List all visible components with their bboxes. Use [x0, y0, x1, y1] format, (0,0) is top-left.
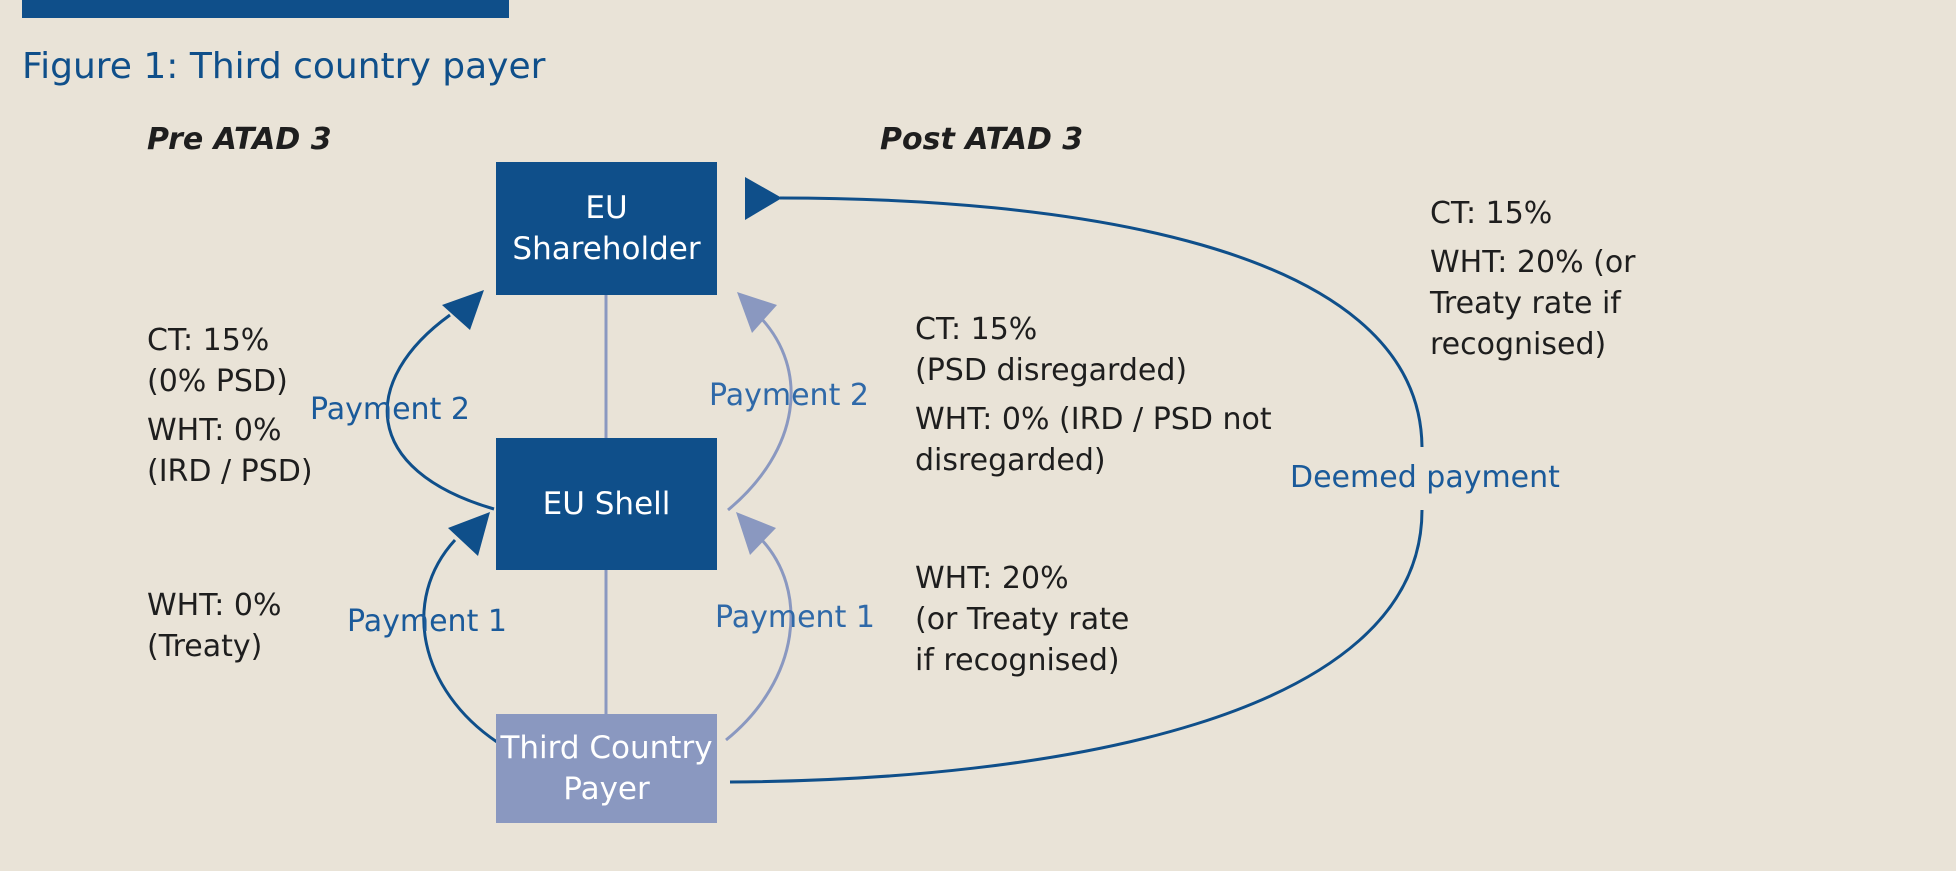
post-atad3-heading: Post ATAD 3 — [880, 122, 1084, 157]
post-payment1-notes: WHT: 20% (or Treaty rate if recognised) — [915, 558, 1129, 681]
pre-atad3-heading: Pre ATAD 3 — [147, 122, 332, 157]
post-payment2-arrowhead — [737, 292, 777, 333]
post-p1-wht-detail2: if recognised) — [915, 643, 1120, 678]
header-accent-bar — [22, 0, 509, 18]
eu-shell-line1: EU Shell — [542, 485, 671, 522]
pre-p2-ct-detail: (0% PSD) — [147, 364, 288, 399]
pre-p2-ct: CT: 15% — [147, 323, 270, 358]
deemed-wht-detail2: recognised) — [1430, 327, 1607, 362]
post-p2-ct: CT: 15% — [915, 312, 1038, 347]
post-payment2-notes: CT: 15% (PSD disregarded) WHT: 0% (IRD /… — [915, 309, 1272, 481]
deemed-payment-curve-upper — [779, 196, 1424, 448]
eu-shareholder-box: EU Shareholder — [496, 162, 717, 295]
pre-payment2-label: Payment 2 — [310, 392, 470, 427]
figure-title: Figure 1: Third country payer — [22, 46, 546, 87]
pre-p2-wht-detail: (IRD / PSD) — [147, 454, 313, 489]
post-payment2-label: Payment 2 — [709, 378, 869, 413]
third-country-payer-line2: Payer — [563, 770, 650, 807]
deemed-payment-label: Deemed payment — [1290, 460, 1560, 495]
eu-shareholder-line1: EU — [585, 189, 628, 226]
pre-payment1-label: Payment 1 — [347, 604, 507, 639]
post-p2-wht: WHT: 0% (IRD / PSD not — [915, 402, 1272, 437]
post-payment1-curve — [725, 536, 793, 742]
post-payment2-curve — [727, 315, 793, 512]
pre-payment1-notes: WHT: 0% (Treaty) — [147, 585, 282, 667]
deemed-payment-arrowhead — [745, 177, 782, 220]
pre-payment2-arrowhead — [442, 290, 484, 330]
pre-payment2-curve — [385, 313, 495, 511]
pre-payment1-curve — [422, 538, 498, 744]
deemed-wht-detail: Treaty rate if — [1430, 286, 1621, 321]
deemed-payment-notes: CT: 15% WHT: 20% (or Treaty rate if reco… — [1430, 193, 1636, 365]
pre-p1-wht-detail: (Treaty) — [147, 629, 263, 664]
pre-payment2-notes: CT: 15% (0% PSD) WHT: 0% (IRD / PSD) — [147, 320, 313, 492]
pre-p1-wht: WHT: 0% — [147, 588, 282, 623]
deemed-ct: CT: 15% — [1430, 196, 1553, 231]
post-p1-wht: WHT: 20% — [915, 561, 1069, 596]
post-p2-ct-detail: (PSD disregarded) — [915, 353, 1188, 388]
deemed-payment-curve-lower — [729, 509, 1424, 784]
third-country-payer-line1: Third Country — [500, 729, 713, 766]
post-p2-wht-detail: disregarded) — [915, 443, 1106, 478]
pre-payment1-arrowhead — [448, 512, 490, 556]
pre-p2-wht: WHT: 0% — [147, 413, 282, 448]
post-payment1-arrowhead — [736, 512, 776, 555]
eu-shell-box: EU Shell — [496, 438, 717, 570]
post-payment1-label: Payment 1 — [715, 600, 875, 635]
third-country-payer-box: Third Country Payer — [496, 714, 717, 823]
post-p1-wht-detail: (or Treaty rate — [915, 602, 1130, 637]
eu-shareholder-line2: Shareholder — [512, 230, 701, 267]
deemed-wht: WHT: 20% (or — [1430, 245, 1636, 280]
